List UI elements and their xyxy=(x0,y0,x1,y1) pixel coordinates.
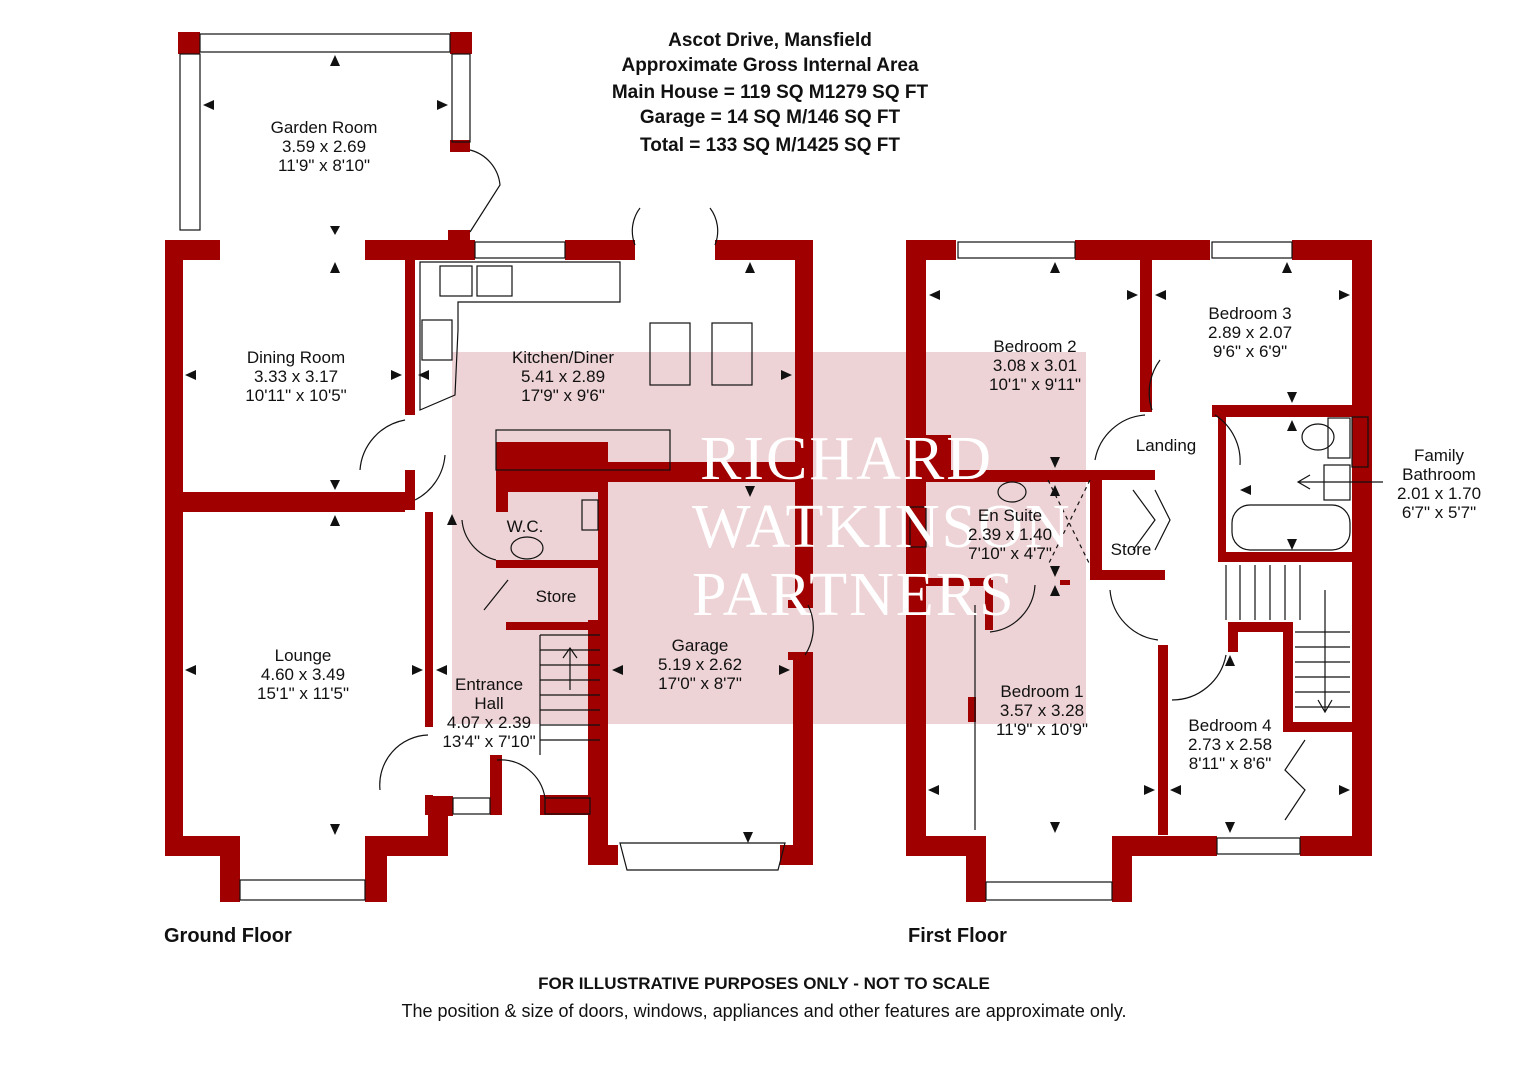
room-store-ground: Store xyxy=(535,587,577,606)
room-dining-room: Dining Room 3.33 x 3.17 10'11" x 10'5" xyxy=(245,348,347,405)
room-garden-room: Garden Room 3.59 x 2.69 11'9" x 8'10" xyxy=(270,118,378,175)
room-bedroom-4: Bedroom 4 2.73 x 2.58 8'11" x 8'6" xyxy=(1187,716,1273,773)
plan-subtitle: Approximate Gross Internal Area xyxy=(621,55,919,76)
room-store-first: Store xyxy=(1110,540,1152,559)
room-bedroom-2: Bedroom 2 3.08 x 3.01 10'1" x 9'11" xyxy=(989,337,1081,394)
room-landing: Landing xyxy=(1135,436,1197,455)
room-garage: Garage 5.19 x 2.62 17'0" x 8'7" xyxy=(657,636,743,693)
total-area: Total = 133 SQ M/1425 SQ FT xyxy=(640,135,900,156)
main-house-area: Main House = 119 SQ M1279 SQ FT xyxy=(611,82,929,103)
room-lounge: Lounge 4.60 x 3.49 15'1" x 11'5" xyxy=(257,646,349,703)
plan-title: Ascot Drive, Mansfield xyxy=(668,30,872,51)
watermark-line2: WATKINSON xyxy=(692,493,1072,561)
room-entrance-hall: Entrance Hall 4.07 x 2.39 13'4" x 7'10" xyxy=(442,675,536,751)
ground-floor-label: Ground Floor xyxy=(164,925,292,947)
room-wc: W.C. xyxy=(506,517,544,536)
watermark-line3: PARTNERS xyxy=(692,561,1016,629)
disclaimer-text: The position & size of doors, windows, a… xyxy=(401,1001,1127,1021)
room-bedroom-3: Bedroom 3 2.89 x 2.07 9'6" x 6'9" xyxy=(1207,304,1293,361)
watermark-panel xyxy=(452,352,1086,724)
room-bedroom-1: Bedroom 1 3.57 x 3.28 11'9" x 10'9" xyxy=(996,682,1088,739)
room-en-suite: En Suite 2.39 x 1.40 7'10" x 4'7" xyxy=(967,506,1053,563)
disclaimer-heading: FOR ILLUSTRATIVE PURPOSES ONLY - NOT TO … xyxy=(538,974,990,993)
watermark-line1: RICHARD xyxy=(700,425,994,493)
garage-area: Garage = 14 SQ M/146 SQ FT xyxy=(639,107,901,128)
first-floor-label: First Floor xyxy=(908,925,1007,947)
room-family-bathroom: Family Bathroom 2.01 x 1.70 6'7" x 5'7" xyxy=(1396,446,1482,522)
room-kitchen-diner: Kitchen/Diner 5.41 x 2.89 17'9" x 9'6" xyxy=(511,348,615,405)
